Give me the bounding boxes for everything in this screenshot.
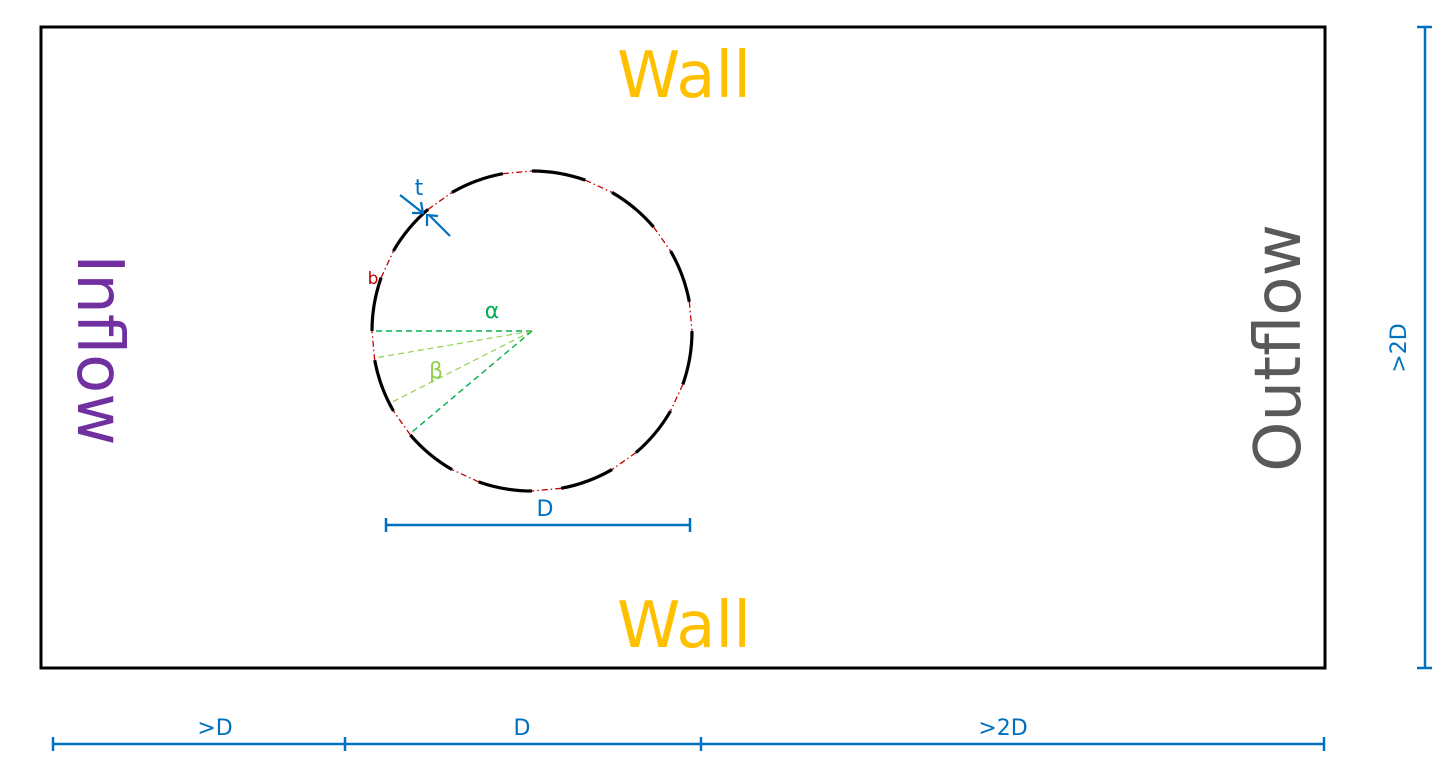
- thickness-indicator: [399, 194, 451, 237]
- height-dimension: [1417, 25, 1432, 670]
- outflow-label: Outflow: [1242, 224, 1316, 472]
- beta-label: β: [429, 359, 443, 384]
- cylinder-segment: [478, 480, 533, 493]
- gap-chord: [669, 384, 684, 412]
- beta-line-end: [389, 330, 533, 404]
- dim-cylinder-label: D: [514, 716, 531, 741]
- gap-chord: [380, 250, 395, 278]
- dim-upstream-label: >D: [197, 716, 232, 741]
- gap-chord: [427, 191, 453, 210]
- gap-chord: [531, 487, 562, 492]
- cylinder-segment: [373, 359, 395, 412]
- gap-chord: [653, 226, 672, 252]
- diameter-dimension: [384, 518, 692, 532]
- cylinder-segment: [669, 250, 691, 303]
- cylinder-segments: [370, 169, 694, 493]
- gap-chord: [688, 301, 693, 332]
- wall-top-label: Wall: [617, 39, 751, 113]
- cylinder-segment: [611, 191, 655, 229]
- gap-chord: [585, 179, 613, 194]
- gap-chord: [502, 170, 533, 175]
- gap-chord: [611, 452, 637, 471]
- cylinder-segment: [634, 410, 672, 454]
- gap-chord: [371, 330, 376, 361]
- cylinder-segment: [681, 330, 694, 385]
- gap-chord: [392, 410, 411, 436]
- cylinder-segment: [370, 277, 383, 332]
- domain-boundary: [39, 25, 1327, 670]
- cylinder-segment: [392, 208, 430, 252]
- cylinder-segment: [531, 169, 586, 182]
- alpha-line-end: [409, 330, 533, 435]
- cylinder-segment: [409, 433, 453, 471]
- gap-b-label: b: [368, 269, 379, 289]
- angle-lines: [372, 330, 533, 435]
- thickness-t-label: t: [415, 176, 424, 201]
- cylinder-segment: [451, 172, 504, 194]
- inflow-label: Inflow: [62, 254, 136, 445]
- cylinder-segment: [560, 468, 613, 490]
- diameter-label: D: [537, 497, 554, 522]
- alpha-label: α: [485, 299, 500, 324]
- cylinder-gap-outline: [371, 170, 693, 492]
- dim-downstream-label: >2D: [978, 716, 1027, 741]
- height-label: >2D: [1387, 323, 1412, 372]
- gap-chord: [451, 468, 479, 483]
- beta-line-start: [374, 330, 533, 359]
- length-dimension: [51, 737, 1326, 751]
- wall-bottom-label: Wall: [617, 589, 751, 663]
